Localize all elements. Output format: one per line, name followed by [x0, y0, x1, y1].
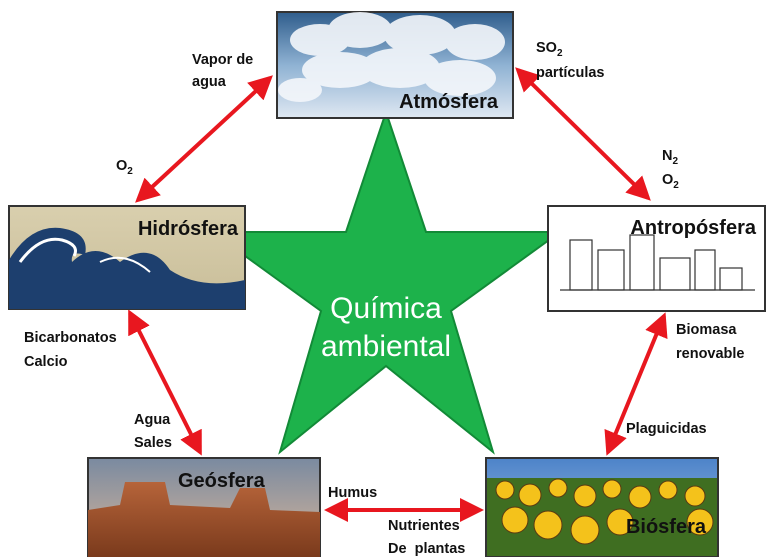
wave-image: [9, 227, 245, 309]
edge-label: Nutrientes: [388, 518, 460, 534]
edge-label: Biomasa: [676, 322, 737, 338]
edge-label: Agua: [134, 412, 171, 428]
node-biosfera-label: Biósfera: [626, 516, 707, 538]
edge-label: Sales: [134, 435, 172, 451]
node-geosfera: Geósfera: [87, 457, 321, 557]
node-hidrosfera: Hidrósfera: [8, 205, 246, 310]
edge-label: O2: [662, 172, 679, 191]
node-biosfera: Biósfera: [485, 457, 719, 557]
edge-label: partículas: [536, 65, 605, 81]
center-title-line1: Química: [330, 292, 442, 325]
sunflower-image: [495, 478, 714, 545]
node-atmosfera-label: Atmósfera: [399, 91, 499, 113]
edge-label: Plaguicidas: [626, 421, 707, 437]
edge-label: Humus: [328, 485, 377, 501]
edge-label: De plantas: [388, 541, 465, 557]
node-atmosfera: Atmósfera: [276, 11, 514, 119]
edge-label: O2: [116, 158, 133, 177]
city-image: [560, 234, 755, 291]
cloud-image: [278, 12, 505, 102]
arrow-atm-hid: [135, 75, 273, 203]
arrow-atm-ant: [515, 67, 651, 201]
edge-label: Bicarbonatos: [24, 330, 117, 346]
arrows: [128, 67, 668, 522]
node-geosfera-label: Geósfera: [178, 470, 266, 492]
edge-label: SO2: [536, 40, 563, 59]
center-star: [208, 108, 564, 455]
node-antroposfera: Antropósfera: [547, 205, 766, 312]
edge-label: N2: [662, 148, 678, 167]
node-hidrosfera-label: Hidrósfera: [138, 218, 239, 240]
node-antroposfera-label: Antropósfera: [630, 217, 756, 239]
arrow-hid-geo: [128, 309, 202, 456]
desert-image: [88, 482, 320, 557]
edge-label: agua: [192, 74, 227, 90]
edge-label: Vapor de: [192, 52, 253, 68]
center-title-line2: ambiental: [321, 330, 451, 363]
arrow-ant-bio: [604, 312, 668, 456]
edge-label: renovable: [676, 346, 745, 362]
edge-label: Calcio: [24, 354, 68, 370]
